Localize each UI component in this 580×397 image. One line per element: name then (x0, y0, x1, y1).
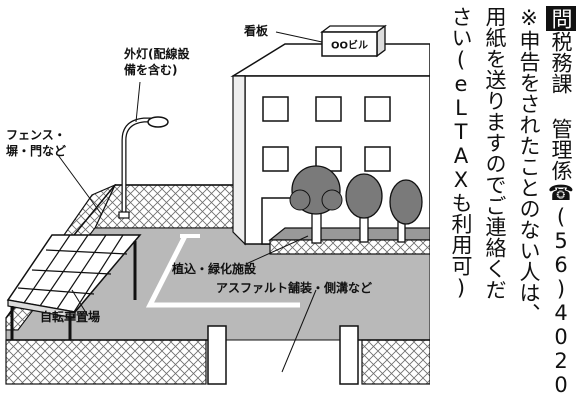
notice-line-2: ※申告をされたことのない人は、 (517, 6, 541, 324)
label-fence-2: 塀・門など (6, 144, 67, 158)
label-bicycle: 自転車置場 (40, 310, 101, 324)
contact-notice: 問税務課 管理係☎(56)4020 ※申告をされたことのない人は、 用紙を送りま… (438, 2, 578, 397)
outdoor-light (118, 116, 169, 219)
notice-line-4: さい(eLTAXも利用可) (449, 6, 473, 300)
label-outdoor-light-2: 備を含む) (124, 63, 178, 77)
label-fence-1: フェンス・ (6, 128, 66, 142)
signboard (321, 31, 378, 57)
label-asphalt: アスファルト舗装・側溝など (216, 281, 373, 295)
illustration-drawing: OOビル (5, 24, 431, 385)
bicycle-shelter (6, 234, 142, 340)
building-windows (262, 96, 391, 172)
label-outdoor-light-1: 外灯(配線設 (124, 47, 190, 61)
inquiry-mark: 問 (546, 6, 576, 31)
trees (289, 165, 423, 244)
parking-lines (145, 234, 300, 308)
back-fence (94, 184, 246, 229)
notice-department: 税務課 管理係☎(56)4020 (549, 31, 573, 397)
property-illustration: OOビル (5, 24, 431, 385)
notice-line-3: 用紙を送りますのでご連絡くだ (483, 6, 507, 300)
label-signboard: 看板 (244, 24, 269, 38)
label-planting: 植込・緑化施設 (172, 262, 257, 276)
front-fence (5, 325, 431, 385)
notice-contact-line: 問税務課 管理係☎(56)4020 (546, 6, 576, 397)
leader-lines (57, 31, 323, 373)
signboard-text: OOビル (331, 39, 368, 52)
